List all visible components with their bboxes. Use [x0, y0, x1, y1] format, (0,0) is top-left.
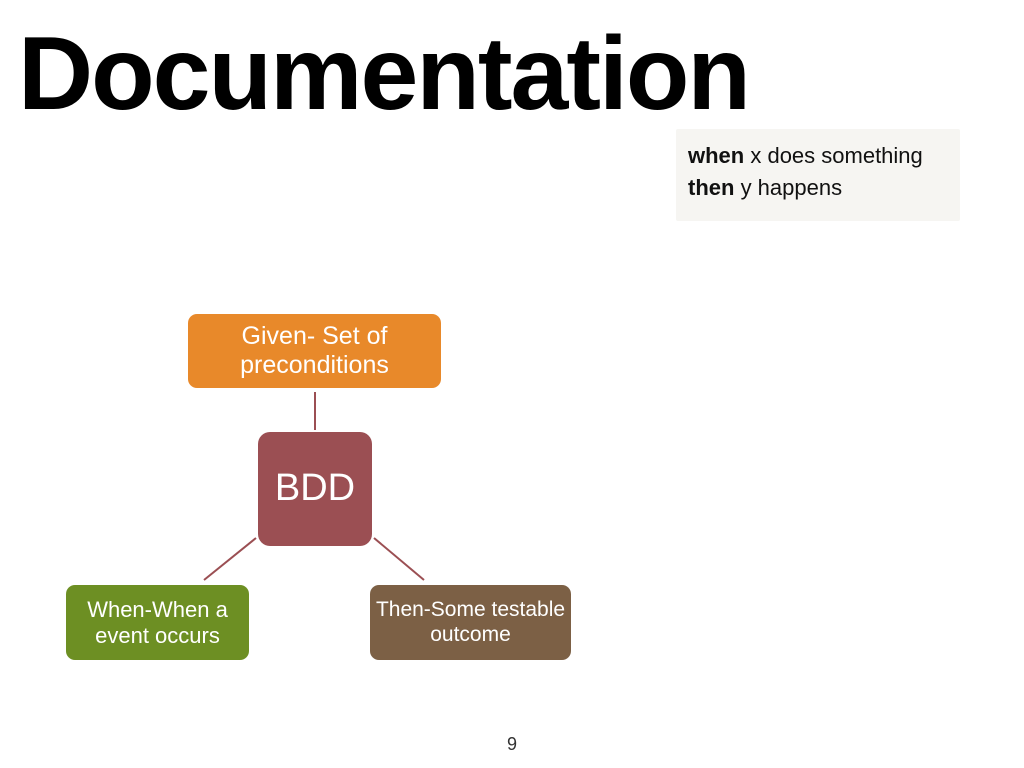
snippet-text-then: y happens: [734, 175, 843, 200]
snippet-line-when: when x does something: [688, 143, 923, 169]
snippet-keyword-then: then: [688, 175, 735, 200]
slide-title: Documentation: [18, 16, 751, 132]
connector-when: [203, 537, 257, 581]
given-node: Given- Set of preconditions: [188, 314, 441, 388]
then-node: Then-Some testable outcome: [370, 585, 571, 660]
code-snippet-box: when x does something then y happens: [676, 129, 960, 221]
bdd-center-node: BDD: [258, 432, 372, 546]
snippet-line-then: then y happens: [688, 175, 842, 201]
page-number: 9: [506, 734, 517, 754]
snippet-text-when: x does something: [744, 143, 923, 168]
connector-then: [373, 537, 425, 581]
snippet-keyword-when: when: [688, 143, 745, 168]
when-node: When-When a event occurs: [66, 585, 249, 660]
